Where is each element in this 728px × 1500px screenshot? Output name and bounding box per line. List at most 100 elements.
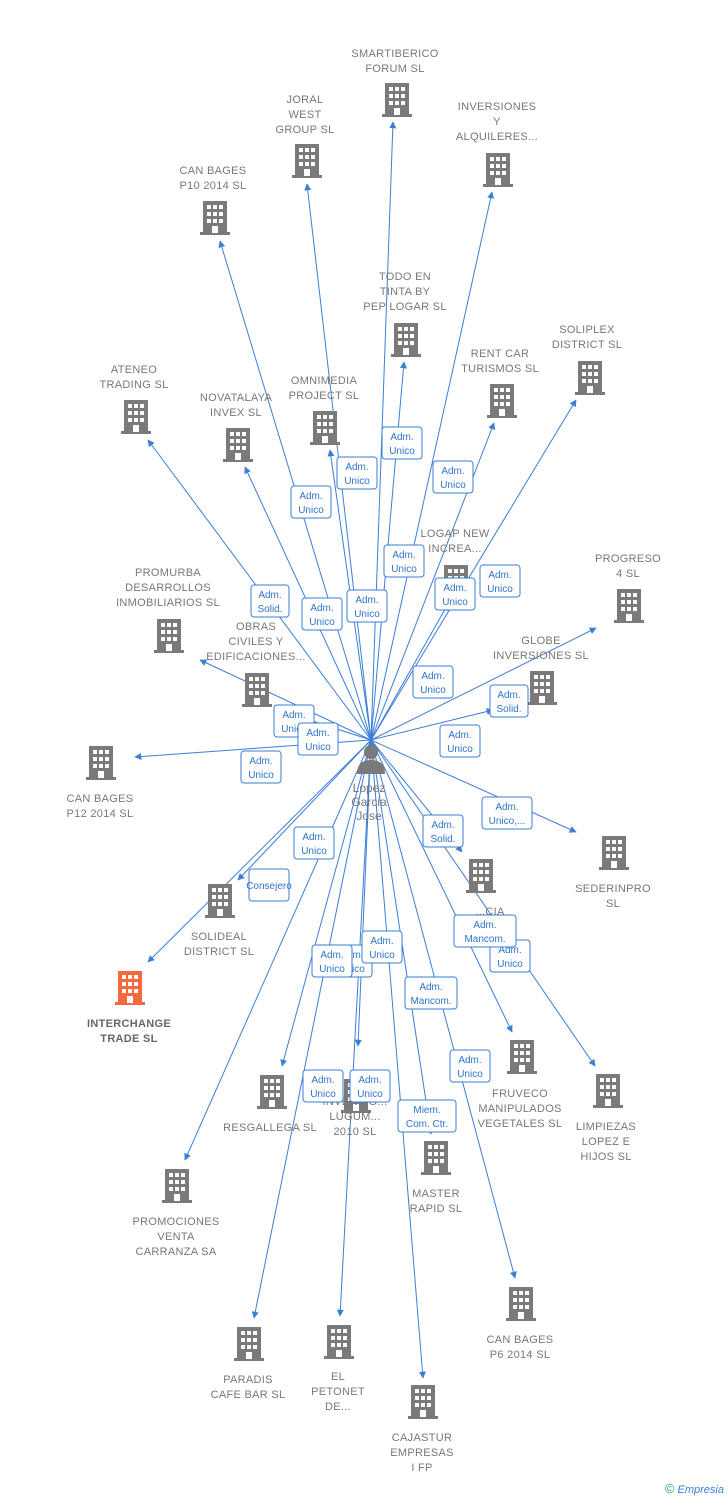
company-label: SOLIDEAL xyxy=(191,931,247,943)
role-badge-soliplex-text: Adm. xyxy=(488,570,511,581)
company-label: INVERSIONES xyxy=(458,101,537,113)
company-label: RAPID SL xyxy=(410,1203,463,1215)
role-badge-interchange[interactable]: Consejero xyxy=(246,868,292,902)
role-badge-cajastur[interactable]: Miem.Com. Ctr. xyxy=(397,1099,457,1133)
role-badge-smartiberico-box xyxy=(381,426,423,460)
role-badge-globe[interactable]: Adm.Unico xyxy=(439,724,481,758)
role-badge-inversiones-lugum[interactable]: Adm. Unico xyxy=(361,930,403,964)
role-badge-promociones[interactable]: Adm.Unico xyxy=(311,944,353,978)
edge-limpiezas xyxy=(370,739,596,1067)
company-node-canbages-p6[interactable]: CAN BAGES P6 2014 SL xyxy=(487,1287,554,1361)
role-badge-smartiberico[interactable]: Adm.Unico xyxy=(381,426,423,460)
role-badge-sederinpro[interactable]: Adm.Unico,... xyxy=(481,796,533,830)
company-node-inversiones-alq[interactable]: INVERSIONESYALQUILERES... xyxy=(456,101,538,187)
role-badge-solideal[interactable]: Adm.Unico xyxy=(293,826,335,860)
company-label: P6 2014 SL xyxy=(490,1349,551,1361)
building-icon xyxy=(162,1169,192,1203)
role-badge-master-rapid-text: Mancom. xyxy=(410,996,451,1007)
role-badge-obras-text: Unico xyxy=(305,742,331,753)
building-icon xyxy=(242,673,272,707)
role-badge-interchange-box xyxy=(248,868,290,902)
company-label: TURISMOS SL xyxy=(461,363,539,375)
role-badge-novatalaya[interactable]: Adm.Unico xyxy=(301,597,343,631)
company-label: SOLIPLEX xyxy=(559,324,615,336)
role-badge-el-petonet[interactable]: Adm.Unico xyxy=(349,1069,391,1103)
role-badge-soliplex-text: Unico xyxy=(487,584,513,595)
role-badge-obras[interactable]: Adm.Unico xyxy=(297,722,339,756)
company-node-resgallega[interactable]: RESGALLEGA SL xyxy=(223,1075,317,1134)
role-badge-inversiones-lugum-text: Unico xyxy=(369,950,395,961)
company-label: PROJECT SL xyxy=(289,390,360,402)
role-badge-ateneo-text: Solid. xyxy=(257,604,282,615)
role-badge-inversiones-alq[interactable]: Adm.Unico xyxy=(432,460,474,494)
role-badge-rent-car[interactable]: Adm.Unico xyxy=(434,577,476,611)
building-icon xyxy=(121,400,151,434)
role-badge-globe-text: Adm. xyxy=(448,730,471,741)
role-badge-ateneo[interactable]: Adm.Solid. xyxy=(250,584,290,618)
company-node-el-petonet[interactable]: ELPETONETDE... xyxy=(311,1325,365,1413)
role-badge-canbages-p10-text: Unico xyxy=(298,505,324,516)
role-badge-canbages-p10[interactable]: Adm.Unico xyxy=(290,485,332,519)
company-label: CAFE BAR SL xyxy=(211,1389,286,1401)
edge-resgallega xyxy=(280,739,372,1067)
company-label: EMPRESAS xyxy=(390,1447,454,1459)
role-badge-joral[interactable]: Adm.Unico xyxy=(336,456,378,490)
role-badge-omnimedia-text: Unico xyxy=(354,609,380,620)
company-label: CAN BAGES xyxy=(487,1334,554,1346)
role-badge-soliplex-box xyxy=(479,564,521,598)
edge-paradis xyxy=(251,739,372,1319)
role-badge-logap[interactable]: Adm.Unico xyxy=(412,665,454,699)
role-badge-inversiones-lugum-box xyxy=(361,930,403,964)
role-badge-todo-en-tinta[interactable]: Adm.Unico xyxy=(383,544,425,578)
role-badge-rent-car-text: Adm. xyxy=(443,583,466,594)
role-badge-paradis[interactable]: Adm.Unico xyxy=(302,1069,344,1103)
company-label: INVERSIONES SL xyxy=(493,650,589,662)
company-node-logap[interactable]: LOGAP NEWINCREA... xyxy=(420,528,490,599)
company-label: GROUP SL xyxy=(275,124,334,136)
building-icon xyxy=(324,1325,354,1359)
role-badge-agencia[interactable]: Adm.Solid. xyxy=(422,814,464,848)
company-label: RESGALLEGA SL xyxy=(223,1122,317,1134)
edge-promociones xyxy=(184,739,372,1161)
role-badge-cajastur-text: Miem. xyxy=(413,1105,440,1116)
role-badge-agencia-mancom[interactable]: Adm.Mancom. xyxy=(453,914,517,948)
role-badge-canbages-p12-text: Unico xyxy=(248,770,274,781)
role-badge-inversiones-alq-text: Unico xyxy=(440,480,466,491)
role-badge-canbages-p6[interactable]: Adm.Unico xyxy=(449,1049,491,1083)
company-label: VENTA xyxy=(157,1231,195,1243)
footer-brand[interactable]: © Empresia xyxy=(665,1481,724,1496)
role-badge-soliplex[interactable]: Adm. Unico xyxy=(479,564,521,598)
role-badge-master-rapid[interactable]: Adm.Mancom. xyxy=(404,976,458,1010)
role-badge-progreso[interactable]: Adm.Solid. xyxy=(489,684,529,718)
role-badge-inversiones-lugum-text: Adm. xyxy=(370,936,393,947)
role-badge-omnimedia[interactable]: Adm.Unico xyxy=(346,589,388,623)
role-badge-canbages-p12[interactable]: Adm.Unico xyxy=(240,750,282,784)
role-badge-canbages-p6-text: Adm. xyxy=(458,1055,481,1066)
company-label: OBRAS xyxy=(236,621,276,633)
